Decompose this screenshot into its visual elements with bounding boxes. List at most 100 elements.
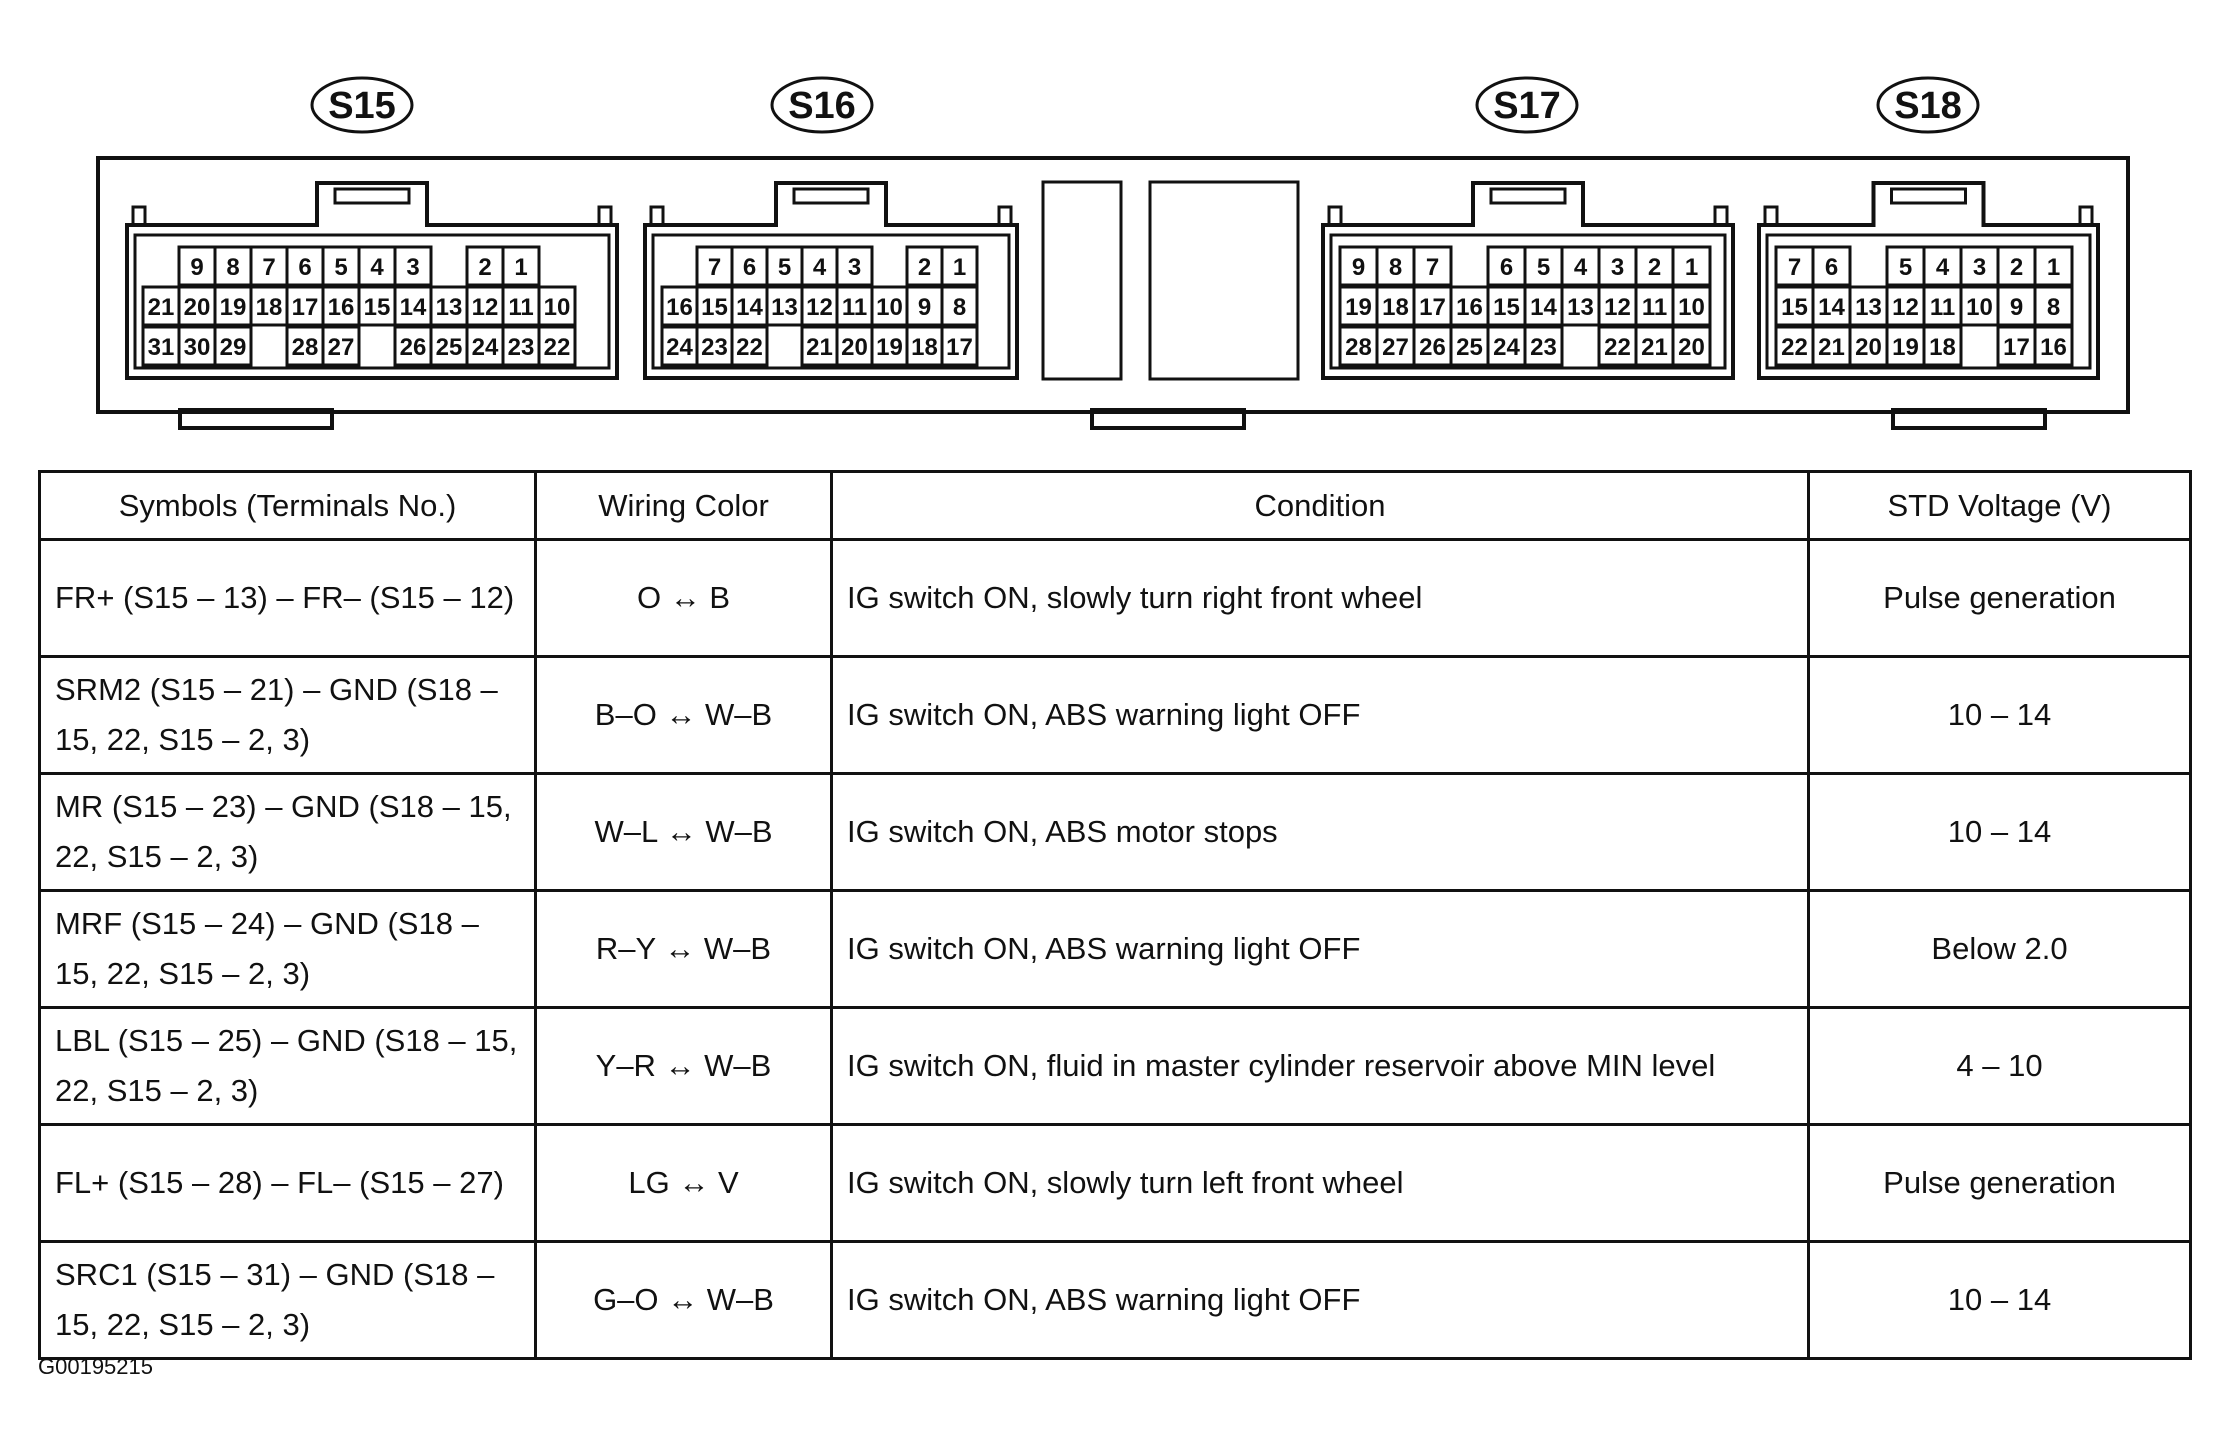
terminal-pin xyxy=(1811,245,1852,287)
terminal-number: 14 xyxy=(1530,294,1557,321)
connector-post xyxy=(1763,205,1779,227)
terminal-number: 21 xyxy=(806,334,833,361)
terminal-number: 16 xyxy=(2040,334,2067,361)
terminal-number: 10 xyxy=(544,294,571,321)
terminal-number: 12 xyxy=(1604,294,1631,321)
terminal-pin xyxy=(213,245,253,287)
terminal-number: 13 xyxy=(771,294,798,321)
header-std-voltage: STD Voltage (V) xyxy=(1807,470,2192,541)
terminal-number: 14 xyxy=(400,294,427,321)
terminal-number: 5 xyxy=(334,254,347,281)
cell-std-voltage: Pulse generation xyxy=(1807,538,2192,658)
terminal-number: 31 xyxy=(148,334,175,361)
connector-latch xyxy=(1890,187,1967,205)
terminal-number: 27 xyxy=(328,334,355,361)
terminal-pin xyxy=(2033,325,2074,367)
terminal-pin xyxy=(835,245,874,287)
terminal-pin xyxy=(321,325,361,367)
terminal-number: 7 xyxy=(262,254,275,281)
terminal-pin xyxy=(905,245,944,287)
cell-condition: IG switch ON, ABS warning light OFF xyxy=(830,889,1810,1009)
table-row: MRF (S15 – 24) – GND (S18 – 15, 22, S15 … xyxy=(38,889,2192,1009)
terminal-number: 7 xyxy=(1788,254,1801,281)
housing-foot xyxy=(178,408,334,430)
terminal-number: 3 xyxy=(1973,254,1986,281)
terminal-number: 6 xyxy=(1500,254,1513,281)
terminal-pin xyxy=(393,325,433,367)
terminal-number: 10 xyxy=(1966,294,1993,321)
cell-wiring-color: O ↔ B xyxy=(534,538,833,658)
terminal-pin xyxy=(1338,285,1379,327)
terminal-number: 22 xyxy=(1781,334,1808,361)
connector-inner-frame xyxy=(1329,233,1727,370)
terminal-number: 22 xyxy=(736,334,763,361)
terminal-number: 2 xyxy=(478,254,491,281)
terminal-number: 22 xyxy=(544,334,571,361)
connector-body xyxy=(1321,181,1735,380)
blank-block xyxy=(1041,180,1123,381)
terminal-number: 24 xyxy=(666,334,693,361)
terminal-number: 15 xyxy=(1781,294,1808,321)
connector-inner-frame xyxy=(651,233,1011,370)
terminal-pin xyxy=(1338,325,1379,367)
terminal-number: 17 xyxy=(946,334,973,361)
connector-post xyxy=(131,205,147,227)
terminal-pin xyxy=(1375,245,1416,287)
terminal-pin xyxy=(1848,325,1889,367)
connector-body xyxy=(1757,181,2100,380)
terminal-number: 14 xyxy=(1818,294,1845,321)
terminal-number: 6 xyxy=(743,254,756,281)
terminal-number: 1 xyxy=(1685,254,1698,281)
terminal-number: 21 xyxy=(1641,334,1668,361)
connector-post xyxy=(997,205,1013,227)
terminal-pin xyxy=(940,325,979,367)
terminal-number: 9 xyxy=(2010,294,2023,321)
terminal-pin xyxy=(765,245,804,287)
terminal-pin xyxy=(1523,325,1564,367)
terminal-number: 17 xyxy=(292,294,319,321)
terminal-number: 4 xyxy=(370,254,384,281)
terminal-pin xyxy=(1885,285,1926,327)
terminal-number: 8 xyxy=(226,254,239,281)
terminal-number: 12 xyxy=(1892,294,1919,321)
cell-wiring-color: R–Y ↔ W–B xyxy=(534,889,833,1009)
terminal-number: 28 xyxy=(1345,334,1372,361)
terminal-number: 21 xyxy=(1818,334,1845,361)
terminal-number: 30 xyxy=(184,334,211,361)
cell-symbols: LBL (S15 – 25) – GND (S18 – 15, 22, S15 … xyxy=(38,1006,537,1126)
terminal-number: 19 xyxy=(1892,334,1919,361)
cell-std-voltage: 10 – 14 xyxy=(1807,772,2192,892)
terminal-number: 1 xyxy=(2047,254,2060,281)
header-wiring-color: Wiring Color xyxy=(534,470,833,541)
terminal-number: 6 xyxy=(298,254,311,281)
terminal-pin xyxy=(1486,325,1527,367)
connector-label: S18 xyxy=(1894,85,1962,127)
terminal-pin xyxy=(1412,285,1453,327)
terminal-pin xyxy=(177,325,217,367)
terminal-number: 14 xyxy=(736,294,763,321)
terminal-pin xyxy=(1811,325,1852,367)
terminal-pin xyxy=(141,325,181,367)
figure-id: G00195215 xyxy=(38,1354,153,1379)
connector-inner-frame xyxy=(133,233,611,370)
terminal-number: 22 xyxy=(1604,334,1631,361)
terminal-pin xyxy=(835,325,874,367)
cell-wiring-color: G–O ↔ W–B xyxy=(534,1240,833,1360)
terminal-number: 27 xyxy=(1382,334,1409,361)
terminal-pin xyxy=(2033,285,2074,327)
cell-symbols: FR+ (S15 – 13) – FR– (S15 – 12) xyxy=(38,538,537,658)
cell-condition: IG switch ON, slowly turn left front whe… xyxy=(830,1123,1810,1243)
voltage-table: Symbols (Terminals No.) Wiring Color Con… xyxy=(38,470,2192,1360)
terminal-number: 15 xyxy=(1493,294,1520,321)
cell-symbols: MRF (S15 – 24) – GND (S18 – 15, 22, S15 … xyxy=(38,889,537,1009)
connector-label-oval xyxy=(1876,76,1980,134)
terminal-number: 9 xyxy=(1352,254,1365,281)
cell-std-voltage: Below 2.0 xyxy=(1807,889,2192,1009)
terminal-number: 11 xyxy=(842,294,867,321)
terminal-pin xyxy=(501,325,541,367)
terminal-number: 3 xyxy=(848,254,861,281)
terminal-number: 29 xyxy=(220,334,247,361)
voltage-table-container: Symbols (Terminals No.) Wiring Color Con… xyxy=(38,470,2192,1360)
terminal-number: 2 xyxy=(918,254,931,281)
